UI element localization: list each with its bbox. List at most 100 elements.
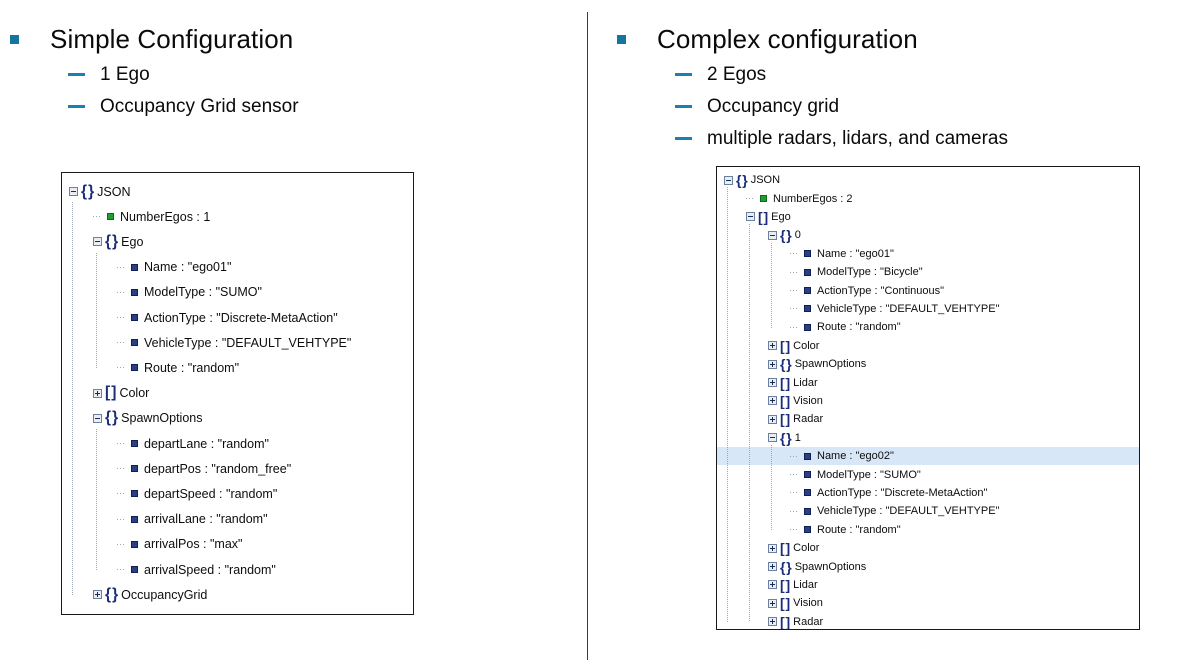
tree-row-label: 0 [794, 229, 801, 242]
tree-row[interactable]: [ ]Color [717, 337, 1139, 355]
expand-toggle-icon[interactable] [767, 414, 777, 424]
right-subbullet-2-text: Occupancy grid [707, 96, 840, 117]
tree-row[interactable]: { }Ego [62, 229, 413, 254]
tree-row[interactable]: [ ]Vision [717, 594, 1139, 612]
tree-guide-line [72, 202, 73, 596]
json-object-icon: { } [105, 232, 118, 250]
tree-row[interactable]: arrivalPos : "max" [62, 532, 413, 557]
tree-row-label: NumberEgos : 2 [773, 192, 853, 205]
json-string-leaf-icon [131, 314, 138, 322]
collapse-toggle-icon[interactable] [68, 187, 78, 197]
expand-toggle-icon[interactable] [767, 562, 777, 572]
expand-toggle-icon[interactable] [767, 359, 777, 369]
tree-row[interactable]: ModelType : "Bicycle" [717, 263, 1139, 281]
expand-toggle-icon[interactable] [767, 378, 777, 388]
tree-row[interactable]: Route : "random" [62, 355, 413, 380]
left-heading-text: Simple Configuration [50, 24, 294, 54]
tree-row[interactable]: [ ]Color [717, 539, 1139, 557]
collapse-toggle-icon[interactable] [745, 212, 755, 222]
tree-row[interactable]: Route : "random" [717, 521, 1139, 539]
tree-row-label: ActionType : "Continuous" [817, 284, 945, 297]
tree-row-label: arrivalPos : "max" [144, 537, 243, 552]
tree-row[interactable]: Name : "ego02" [717, 447, 1139, 466]
tree-row[interactable]: [ ]Radar [717, 410, 1139, 428]
tree-row[interactable]: departLane : "random" [62, 431, 413, 456]
right-subbullet-1-text: 2 Egos [707, 64, 767, 85]
expand-toggle-icon[interactable] [767, 617, 777, 627]
tree-row[interactable]: departSpeed : "random" [62, 481, 413, 506]
expand-toggle-icon[interactable] [92, 388, 102, 398]
tree-row[interactable]: [ ]Ego [717, 208, 1139, 226]
tree-row[interactable]: VehicleType : "DEFAULT_VEHTYPE" [717, 502, 1139, 520]
tree-row[interactable]: { }OccupancyGrid [62, 582, 413, 607]
tree-guide-stub-icon [116, 363, 126, 373]
tree-row[interactable]: { }JSON [717, 171, 1139, 189]
tree-row[interactable]: departPos : "random_free" [62, 456, 413, 481]
tree-row[interactable]: Name : "ego01" [717, 245, 1139, 263]
tree-row-label: ModelType : "SUMO" [817, 468, 921, 481]
square-bullet-icon [10, 35, 19, 44]
json-array-icon: [ ] [780, 411, 790, 428]
tree-row-label: ActionType : "Discrete-MetaAction" [817, 486, 988, 499]
json-string-leaf-icon [131, 465, 138, 473]
tree-row-label: 1 [794, 431, 801, 444]
tree-guide-stub-icon [116, 313, 126, 323]
dash-bullet-icon [675, 105, 692, 108]
tree-row[interactable]: { }0 [717, 226, 1139, 244]
json-string-leaf-icon [804, 287, 811, 295]
tree-row[interactable]: [ ]Color [62, 381, 413, 406]
dash-bullet-icon [675, 137, 692, 140]
expand-toggle-icon[interactable] [767, 341, 777, 351]
tree-row[interactable]: VehicleType : "DEFAULT_VEHTYPE" [62, 330, 413, 355]
tree-row[interactable]: NumberEgos : 2 [717, 189, 1139, 207]
expand-toggle-icon[interactable] [767, 543, 777, 553]
tree-row[interactable]: arrivalLane : "random" [62, 507, 413, 532]
tree-guide-stub-icon [789, 322, 799, 332]
tree-row[interactable]: [ ]Radar [717, 613, 1139, 629]
expand-toggle-icon[interactable] [92, 590, 102, 600]
right-subbullet-1: 2 Egos [607, 62, 1197, 88]
tree-row[interactable]: [ ]Vision [717, 392, 1139, 410]
tree-row[interactable]: ActionType : "Continuous" [717, 281, 1139, 299]
tree-row[interactable]: { }SpawnOptions [717, 557, 1139, 575]
tree-row[interactable]: [ ]Lidar [717, 373, 1139, 391]
tree-row-label: arrivalLane : "random" [144, 512, 268, 527]
json-array-icon: [ ] [780, 374, 790, 391]
tree-row[interactable]: ActionType : "Discrete-MetaAction" [717, 484, 1139, 502]
json-object-icon: { } [736, 172, 748, 189]
json-number-leaf-icon [107, 213, 114, 221]
tree-row-label: Radar [793, 413, 824, 426]
collapse-toggle-icon[interactable] [92, 413, 102, 423]
json-string-leaf-icon [131, 540, 138, 548]
tree-row-label: OccupancyGrid [121, 587, 208, 602]
collapse-toggle-icon[interactable] [92, 237, 102, 247]
expand-toggle-icon[interactable] [767, 396, 777, 406]
tree-row[interactable]: { }JSON [62, 179, 413, 204]
tree-row[interactable]: NumberEgos : 1 [62, 204, 413, 229]
tree-row[interactable]: { }1 [717, 429, 1139, 447]
collapse-toggle-icon[interactable] [767, 433, 777, 443]
expand-toggle-icon[interactable] [767, 580, 777, 590]
tree-guide-stub-icon [116, 439, 126, 449]
tree-row[interactable]: Name : "ego01" [62, 255, 413, 280]
expand-toggle-icon[interactable] [767, 598, 777, 608]
tree-row[interactable]: VehicleType : "DEFAULT_VEHTYPE" [717, 300, 1139, 318]
tree-row[interactable]: { }SpawnOptions [717, 355, 1139, 373]
collapse-toggle-icon[interactable] [723, 175, 733, 185]
tree-row[interactable]: ModelType : "SUMO" [62, 280, 413, 305]
json-string-leaf-icon [804, 489, 811, 497]
json-number-leaf-icon [760, 195, 767, 203]
tree-row[interactable]: ActionType : "Discrete-MetaAction" [62, 305, 413, 330]
tree-guide-stub-icon [789, 488, 799, 498]
tree-row[interactable]: arrivalSpeed : "random" [62, 557, 413, 582]
json-string-leaf-icon [131, 515, 138, 523]
tree-row[interactable]: Route : "random" [717, 318, 1139, 336]
tree-row[interactable]: [ ]Lidar [717, 576, 1139, 594]
tree-guide-stub-icon [116, 514, 126, 524]
tree-row[interactable]: { }SpawnOptions [62, 406, 413, 431]
tree-row[interactable]: ModelType : "SUMO" [717, 465, 1139, 483]
collapse-toggle-icon[interactable] [767, 230, 777, 240]
